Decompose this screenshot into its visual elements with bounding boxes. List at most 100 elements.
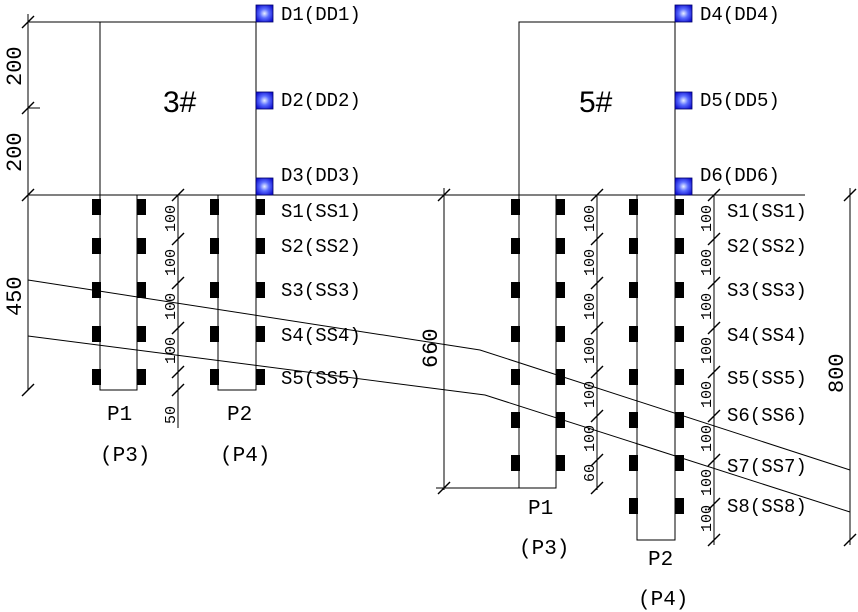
strain-gauge-right-p1-7-right (556, 455, 565, 471)
dim-left-spacing-1: 100 (163, 205, 180, 232)
strain-gauge-right-p1-2-right (556, 238, 565, 254)
strain-label-right-s2: S2(SS2) (727, 236, 807, 258)
pile-left-p2 (217, 194, 257, 391)
dimension-right-spacing-b (707, 188, 721, 547)
dim-right-b-1: 100 (699, 205, 716, 232)
dim-right-a-4: 100 (582, 337, 599, 364)
strain-gauge-left-p2-1-left (210, 199, 219, 215)
strain-gauge-right-p1-3-left (511, 282, 520, 298)
label-d3: D3(DD3) (281, 165, 361, 187)
strain-gauge-right-p1-7-left (511, 455, 520, 471)
strain-label-left-s1: S1(SS1) (281, 201, 361, 223)
strain-gauge-right-p2-1-right (675, 199, 684, 215)
displacement-marker-group (255, 4, 693, 196)
strain-gauge-left-p2-2-right (256, 238, 265, 254)
dim-right-a-6: 100 (582, 425, 599, 452)
label-d4: D4(DD4) (700, 4, 780, 26)
strain-gauge-right-p2-5-left (629, 369, 638, 385)
strain-gauge-right-p2-2-right (675, 238, 684, 254)
strain-gauge-left-p2-3-left (210, 282, 219, 298)
dimension-left-vertical (21, 14, 100, 397)
strain-gauge-right-p1-1-left (511, 199, 520, 215)
soil-layer-line-upper (27, 279, 851, 471)
strain-gauge-left-p2-5-left (210, 369, 219, 385)
dim-right-b-4: 100 (699, 337, 716, 364)
strain-gauge-right-p1-2-left (511, 238, 520, 254)
pile-right-p2 (636, 194, 676, 541)
strain-gauge-right-p1-6-right (556, 412, 565, 428)
marker-d2 (255, 91, 274, 110)
dim-right-b-6: 100 (699, 425, 716, 452)
strain-gauge-left-p2-3-right (256, 282, 265, 298)
label-d5: D5(DD5) (700, 90, 780, 112)
dim-right-b-3: 100 (699, 293, 716, 320)
label-d1: D1(DD1) (281, 4, 361, 26)
strain-gauge-left-p2-1-right (256, 199, 265, 215)
strain-gauge-left-p1-5-left (92, 369, 101, 385)
strain-gauge-left-p2-4-left (210, 326, 219, 342)
strain-gauge-left-p1-4-right (137, 326, 146, 342)
dim-right-a-7: 60 (582, 464, 599, 482)
strain-gauge-right-p2-4-left (629, 326, 638, 342)
strain-label-left-s3: S3(SS3) (281, 280, 361, 302)
dim-left-spacing-3: 100 (163, 293, 180, 320)
dim-right-b-2: 100 (699, 249, 716, 276)
dim-upper-200-b: 200 (3, 132, 28, 172)
strain-gauge-left-p1-2-left (92, 238, 101, 254)
strain-gauge-right-p2-8-right (675, 498, 684, 514)
strain-gauge-left-p1-3-right (137, 282, 146, 298)
strain-gauge-left-p2-4-right (256, 326, 265, 342)
strain-gauge-right-p2-1-left (629, 199, 638, 215)
strain-gauge-right-p1-5-left (511, 369, 520, 385)
strain-gauge-right-p1-4-right (556, 326, 565, 342)
strain-gauge-right-p2-6-right (675, 412, 684, 428)
strain-label-left-s4: S4(SS4) (281, 325, 361, 347)
dimension-800 (843, 188, 857, 547)
label-d2: D2(DD2) (281, 90, 361, 112)
strain-gauge-right-p2-7-left (629, 455, 638, 471)
pile-label-left-p1-alt: (P3) (100, 445, 150, 468)
label-d6: D6(DD6) (700, 165, 780, 187)
dim-right-a-1: 100 (582, 205, 599, 232)
strain-gauge-right-p2-2-left (629, 238, 638, 254)
strain-gauge-left-p1-1-right (137, 199, 146, 215)
strain-label-left-s5: S5(SS5) (281, 368, 361, 390)
pile-label-left-p2-alt: (P4) (220, 445, 270, 468)
building-5-label: 5# (579, 86, 613, 119)
building-5-outline (518, 21, 676, 196)
dim-mid-660: 660 (419, 328, 444, 368)
dim-left-450: 450 (3, 276, 28, 316)
strain-gauge-left-p2-2-left (210, 238, 219, 254)
dim-right-b-8: 100 (699, 505, 716, 532)
pile-label-right-p2-alt: (P4) (638, 589, 688, 612)
strain-label-right-s8: S8(SS8) (727, 496, 807, 518)
strain-gauge-right-p2-4-right (675, 326, 684, 342)
dimension-right-spacing-a (590, 188, 604, 495)
dim-right-a-2: 100 (582, 249, 599, 276)
dim-left-spacing-4: 100 (163, 337, 180, 364)
strain-gauge-left-p1-5-right (137, 369, 146, 385)
strain-gauge-right-p1-5-right (556, 369, 565, 385)
strain-gauge-right-p1-1-right (556, 199, 565, 215)
strain-gauge-right-p2-7-right (675, 455, 684, 471)
strain-label-right-s5: S5(SS5) (727, 368, 807, 390)
strain-label-right-s7: S7(SS7) (727, 456, 807, 478)
pile-right-p1 (518, 194, 557, 489)
strain-gauge-right-p2-8-left (629, 498, 638, 514)
pile-label-right-p2: P2 (648, 549, 673, 572)
strain-gauge-group (92, 199, 684, 514)
strain-gauge-right-p2-3-left (629, 282, 638, 298)
pile-label-right-p1: P1 (528, 498, 553, 521)
marker-d6 (674, 177, 693, 196)
pile-label-left-p1: P1 (107, 404, 132, 427)
marker-d5 (674, 91, 693, 110)
strain-gauge-left-p1-4-left (92, 326, 101, 342)
strain-gauge-right-p2-3-right (675, 282, 684, 298)
marker-d4 (674, 4, 693, 23)
strain-gauge-right-p2-6-left (629, 412, 638, 428)
strain-gauge-right-p1-6-left (511, 412, 520, 428)
strain-gauge-left-p1-2-right (137, 238, 146, 254)
strain-gauge-right-p1-3-right (556, 282, 565, 298)
dim-upper-200-a: 200 (3, 46, 28, 86)
